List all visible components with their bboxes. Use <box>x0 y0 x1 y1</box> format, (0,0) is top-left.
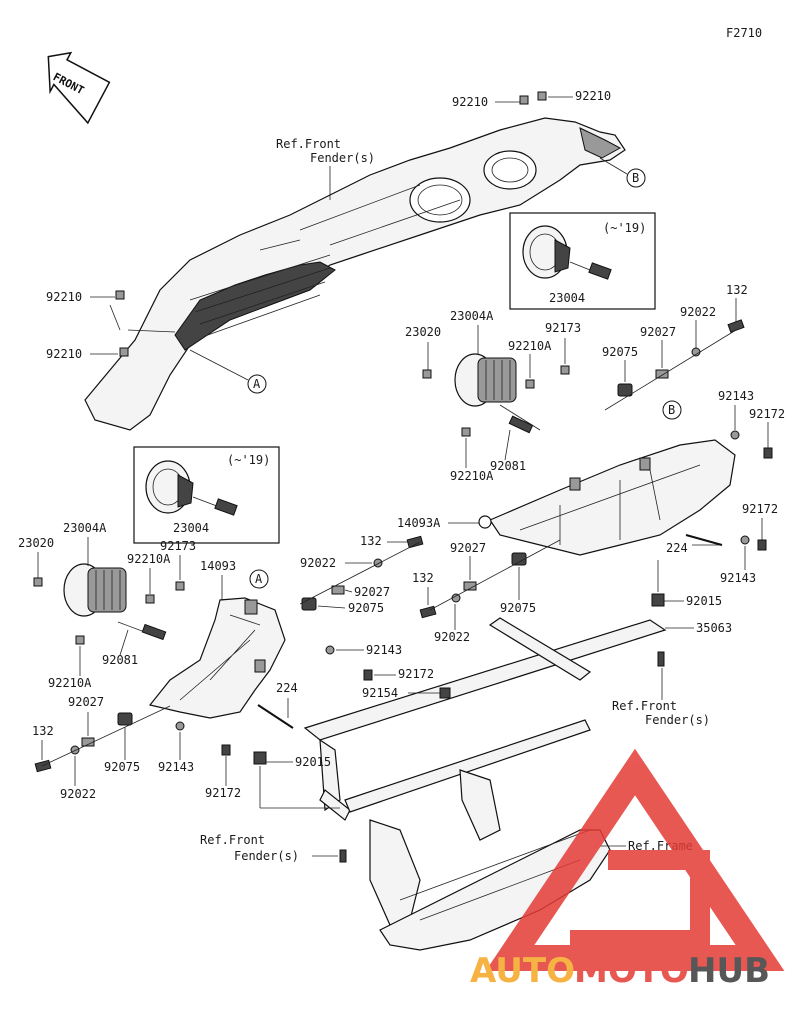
ref-front-fender-top-1: Ref.Front <box>276 137 341 151</box>
callout-a-top-label: A <box>253 377 261 391</box>
fog-lamp-icon <box>522 225 612 280</box>
label-23004a-left: 23004A <box>63 521 107 535</box>
label-92081-right: 92081 <box>490 459 526 473</box>
label-92210-left-a: 92210 <box>46 290 82 304</box>
callout-b-right <box>662 400 682 420</box>
label-92022-center: 92022 <box>300 556 336 570</box>
label-92172-left: 92172 <box>205 786 241 800</box>
ref-front-fender-right-1: Ref.Front <box>612 699 677 713</box>
clip-icon <box>119 347 129 357</box>
label-92143-right-bottom: 92143 <box>720 571 756 585</box>
callout-b-right-label: B <box>668 403 675 417</box>
label-92154: 92154 <box>362 686 398 700</box>
label-92075-right: 92075 <box>602 345 638 359</box>
label-92081-left: 92081 <box>102 653 138 667</box>
figure-code: F2710 <box>726 26 762 40</box>
label-92210a-right-bottom: 92210A <box>450 469 494 483</box>
label-92172-right-top: 92172 <box>749 407 785 421</box>
callout-b-top-label: B <box>632 171 639 185</box>
label-92210-left-b: 92210 <box>46 347 82 361</box>
watermark-hub: HUB <box>688 951 770 991</box>
clip-icon <box>537 91 547 101</box>
label-14093: 14093 <box>200 559 236 573</box>
watermark-moto: MOTO <box>574 951 689 991</box>
label-224-right: 224 <box>666 541 688 555</box>
label-132-right: 132 <box>726 283 748 297</box>
front-direction-icon: FRONT <box>47 51 111 125</box>
label-23020-left: 23020 <box>18 536 54 550</box>
left-lamp-icon <box>63 563 167 641</box>
ref-front-fender-right-2: Fender(s) <box>645 713 710 727</box>
label-92143-left: 92143 <box>158 760 194 774</box>
label-92027-center-right: 92027 <box>450 541 486 555</box>
label-92015-right: 92015 <box>686 594 722 608</box>
right-lamp-icon <box>454 353 541 434</box>
label-92027-left: 92027 <box>68 695 104 709</box>
automotohub-logo: AUTO MOTO HUB <box>470 748 785 991</box>
label-92075-left: 92075 <box>104 760 140 774</box>
label-23004-left: 23004 <box>173 521 209 535</box>
ref-front-fender-bottom-1: Ref.Front <box>200 833 265 847</box>
label-23020-right: 23020 <box>405 325 441 339</box>
clip-icon <box>519 95 529 105</box>
left-bracket-14093 <box>148 597 286 719</box>
label-23004-right: 23004 <box>549 291 585 305</box>
label-92210a-right-top: 92210A <box>508 339 552 353</box>
callout-a-top <box>247 374 267 394</box>
label-14093a: 14093A <box>397 516 441 530</box>
inset-note-left: (~'19) <box>227 453 270 467</box>
guard-bar-35063 <box>303 617 667 821</box>
ref-front-fender-top-2: Fender(s) <box>310 151 375 165</box>
watermark-auto: AUTO <box>470 951 575 991</box>
label-92075-center-right: 92075 <box>500 601 536 615</box>
label-92027-center: 92027 <box>354 585 390 599</box>
label-92015-left: 92015 <box>295 755 331 769</box>
label-92022-center-right: 92022 <box>434 630 470 644</box>
label-92172-center: 92172 <box>398 667 434 681</box>
label-224-center: 224 <box>276 681 298 695</box>
callout-a-left-label: A <box>255 572 263 586</box>
callout-b-top <box>626 168 646 188</box>
label-92173-right: 92173 <box>545 321 581 335</box>
label-92210a-left-top: 92210A <box>127 552 171 566</box>
label-92143-center: 92143 <box>366 643 402 657</box>
label-23004a-right: 23004A <box>450 309 494 323</box>
fog-lamp-icon <box>145 460 238 516</box>
frame-lower <box>369 769 611 951</box>
label-92022-left: 92022 <box>60 787 96 801</box>
label-35063: 35063 <box>696 621 732 635</box>
label-132-center-right: 132 <box>412 571 434 585</box>
label-92210a-left-bottom: 92210A <box>48 676 92 690</box>
label-92075-center: 92075 <box>348 601 384 615</box>
ref-front-fender-bottom-2: Fender(s) <box>234 849 299 863</box>
label-92027-right: 92027 <box>640 325 676 339</box>
callout-a-left <box>249 569 269 589</box>
right-bracket-14093a <box>489 439 736 556</box>
label-132-center: 132 <box>360 534 382 548</box>
clip-icon <box>115 290 125 300</box>
label-92210-top-a: 92210 <box>452 95 488 109</box>
inset-note-right: (~'19) <box>603 221 646 235</box>
label-92210-top-b: 92210 <box>575 89 611 103</box>
label-92173-left: 92173 <box>160 539 196 553</box>
label-92172-right-bottom: 92172 <box>742 502 778 516</box>
label-132-left: 132 <box>32 724 54 738</box>
label-92022-right: 92022 <box>680 305 716 319</box>
front-fender-assembly <box>84 117 626 431</box>
label-92143-right-top: 92143 <box>718 389 754 403</box>
